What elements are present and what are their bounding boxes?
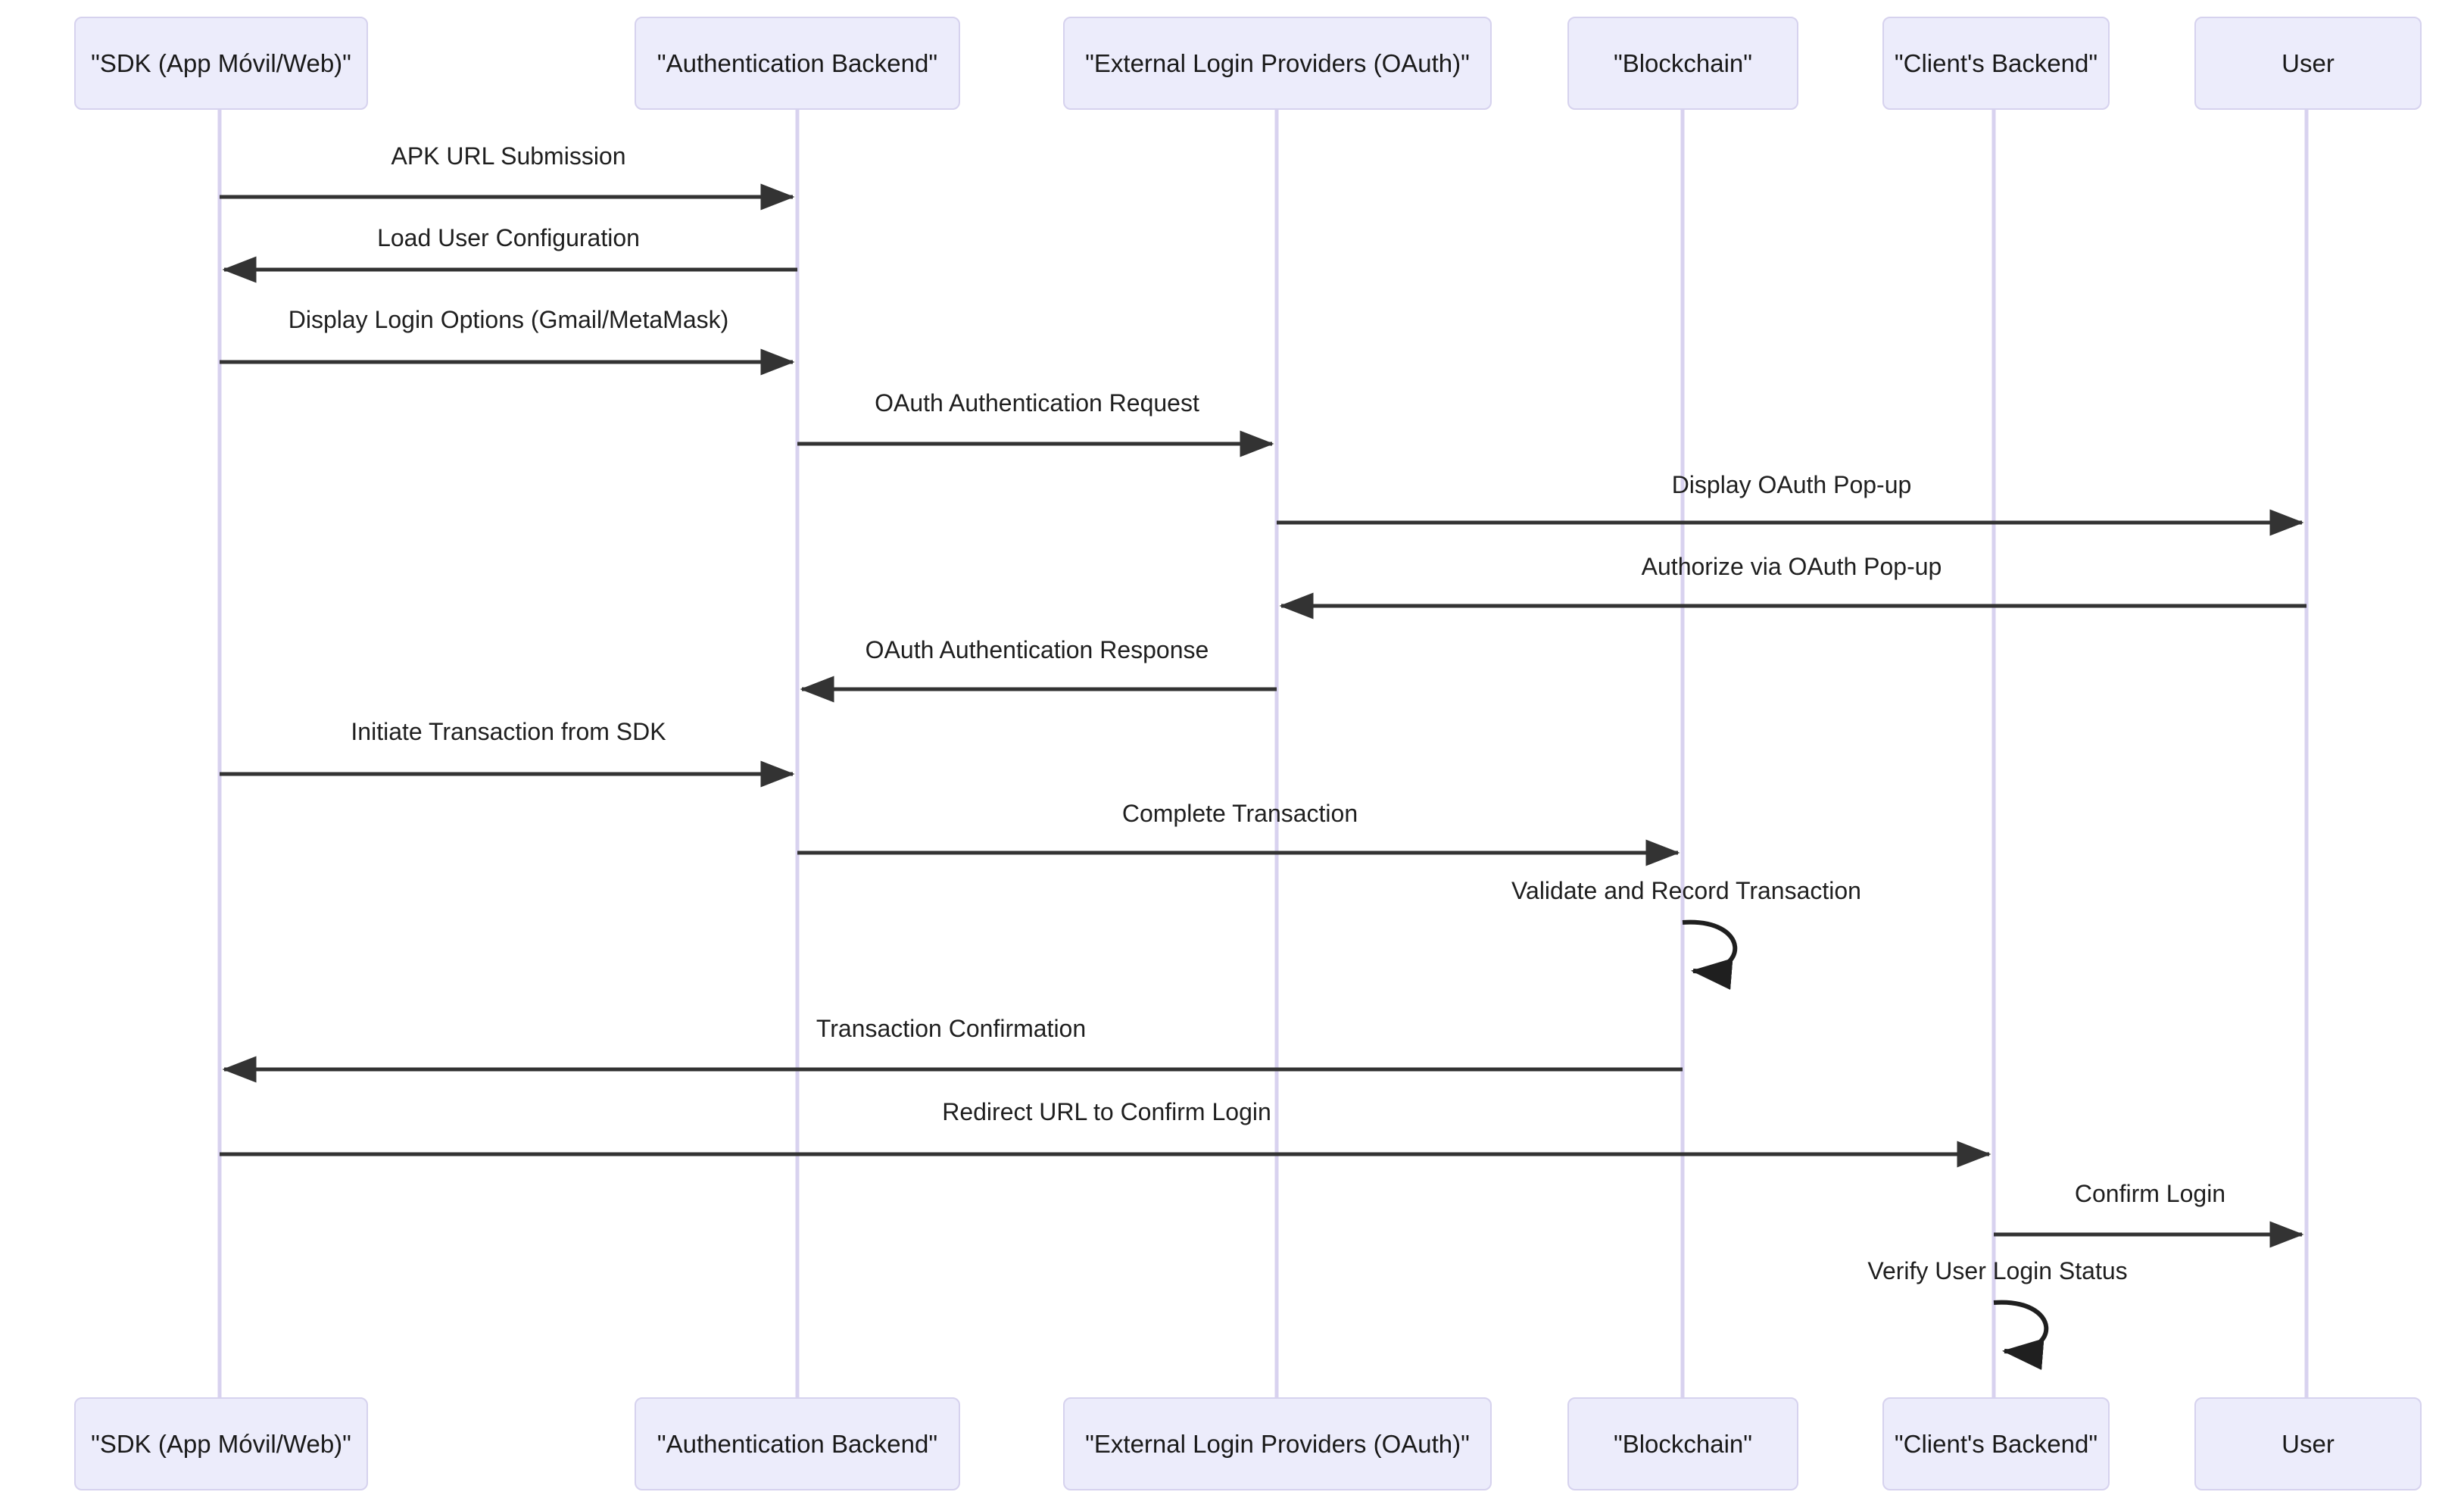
participant-box-bottom-sdk[interactable]: "SDK (App Móvil/Web)"	[74, 1397, 368, 1490]
participant-box-top-oauth[interactable]: "External Login Providers (OAuth)"	[1063, 17, 1492, 110]
participant-box-top-sdk[interactable]: "SDK (App Móvil/Web)"	[74, 17, 368, 110]
participant-label-blockchain: "Blockchain"	[1613, 1429, 1752, 1458]
message-label-12: Redirect URL to Confirm Login	[942, 1098, 1271, 1125]
message-label-5: Display OAuth Pop-up	[1671, 471, 1912, 498]
participant-box-bottom-blockchain[interactable]: "Blockchain"	[1567, 1397, 1798, 1490]
participant-label-clientbe: "Client's Backend"	[1894, 1429, 2098, 1458]
message-label-11: Transaction Confirmation	[816, 1015, 1087, 1042]
message-label-2: Load User Configuration	[377, 224, 640, 251]
participant-label-user: User	[2282, 48, 2335, 77]
participant-box-bottom-oauth[interactable]: "External Login Providers (OAuth)"	[1063, 1397, 1492, 1490]
message-label-9: Complete Transaction	[1121, 800, 1358, 827]
message-arrow-self-10	[1682, 919, 1738, 990]
participant-label-auth: "Authentication Backend"	[657, 48, 938, 77]
participant-label-sdk: "SDK (App Móvil/Web)"	[91, 1429, 351, 1458]
participant-label-sdk: "SDK (App Móvil/Web)"	[91, 48, 351, 77]
participant-label-oauth: "External Login Providers (OAuth)"	[1085, 48, 1470, 77]
message-label-6: Authorize via OAuth Pop-up	[1641, 553, 1942, 580]
participant-label-clientbe: "Client's Backend"	[1894, 48, 2098, 77]
message-label-4: OAuth Authentication Request	[875, 389, 1199, 417]
message-label-14: Verify User Login Status	[1867, 1257, 2128, 1284]
message-label-3: Display Login Options (Gmail/MetaMask)	[288, 306, 729, 333]
participant-box-top-clientbe[interactable]: "Client's Backend"	[1882, 17, 2110, 110]
participant-label-auth: "Authentication Backend"	[657, 1429, 938, 1458]
participant-box-bottom-auth[interactable]: "Authentication Backend"	[635, 1397, 960, 1490]
message-label-13: Confirm Login	[2074, 1180, 2226, 1207]
message-label-8: Initiate Transaction from SDK	[351, 718, 666, 745]
participant-box-bottom-user[interactable]: User	[2194, 1397, 2422, 1490]
participant-box-top-user[interactable]: User	[2194, 17, 2422, 110]
participant-label-blockchain: "Blockchain"	[1613, 48, 1752, 77]
participant-box-top-blockchain[interactable]: "Blockchain"	[1567, 17, 1798, 110]
message-label-7: OAuth Authentication Response	[865, 636, 1209, 663]
participant-box-bottom-clientbe[interactable]: "Client's Backend"	[1882, 1397, 2110, 1490]
message-label-10: Validate and Record Transaction	[1511, 877, 1861, 904]
participant-box-top-auth[interactable]: "Authentication Backend"	[635, 17, 960, 110]
participant-label-oauth: "External Login Providers (OAuth)"	[1085, 1429, 1470, 1458]
participant-label-user: User	[2282, 1429, 2335, 1458]
message-label-1: APK URL Submission	[391, 142, 626, 170]
message-arrow-self-14	[1993, 1300, 2049, 1370]
